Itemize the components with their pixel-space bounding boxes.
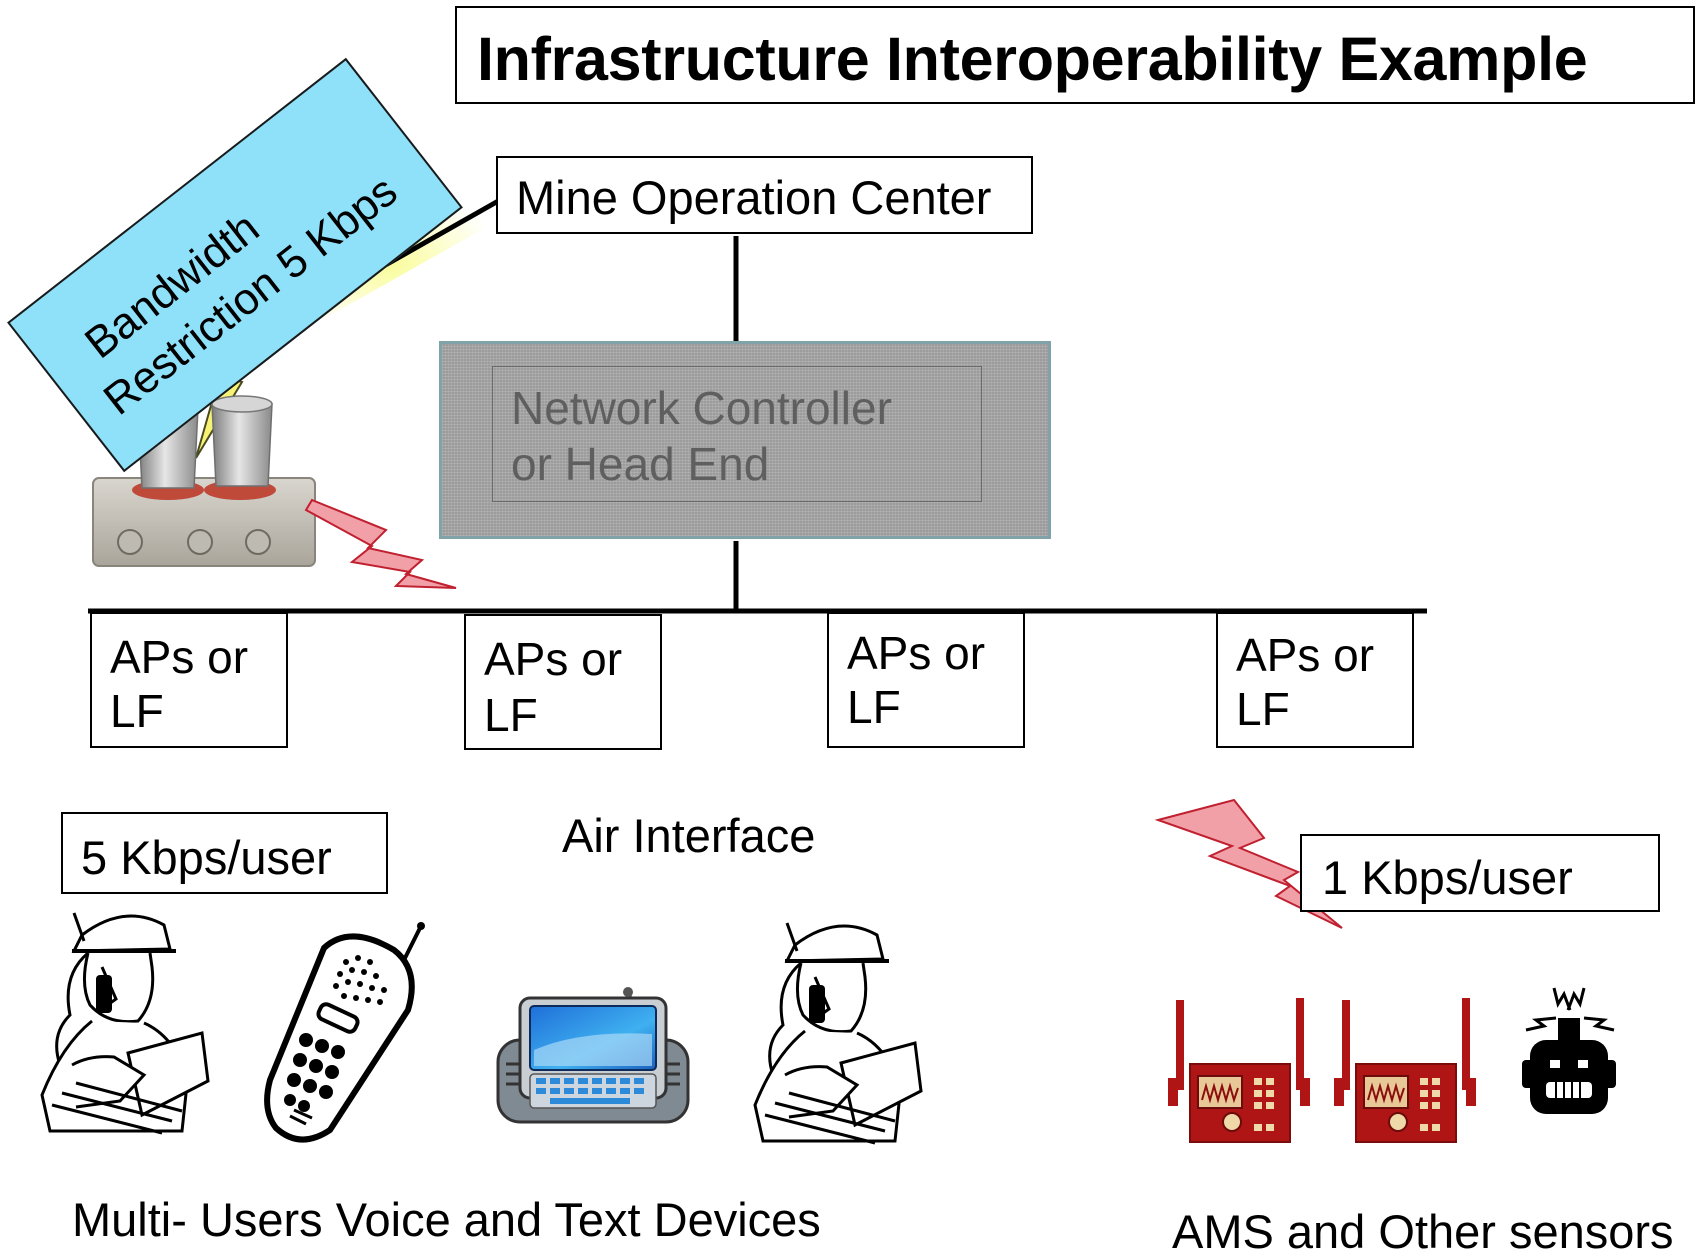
text-messaging-device-icon [496,987,690,1124]
diagram-title: Infrastructure Interoperability Example [477,25,1588,93]
voice-text-devices-caption: Multi- Users Voice and Text Devices [72,1193,821,1246]
access-point-box: APs or LF [827,612,1025,748]
gateway-device-icon [92,395,316,567]
mine-operation-center-box: Mine Operation Center [496,156,1033,234]
network-controller-line2: or Head End [511,438,770,490]
access-point-line1: APs or [484,633,623,685]
access-point-box: APs or LF [90,612,288,748]
network-controller-box: Network Controller or Head End [439,341,1051,539]
rate-per-user-right: 1 Kbps/user [1322,851,1573,904]
title-box: Infrastructure Interoperability Example [455,6,1695,104]
worker-on-phone-icon-2 [753,922,923,1145]
worker-on-phone-icon [40,912,210,1135]
rate-per-user-box: 5 Kbps/user [61,812,388,894]
access-point-line1: APs or [1236,629,1375,681]
access-point-line2: LF [484,689,538,741]
access-point-line1: APs or [847,627,986,679]
access-point-box: APs or LF [464,614,662,750]
ams-sensors-caption: AMS and Other sensors [1172,1205,1674,1258]
access-point-line2: LF [1236,683,1290,735]
network-controller-line1: Network Controller [511,382,892,434]
rate-per-user-box-right: 1 Kbps/user [1300,834,1660,912]
mine-operation-center-label: Mine Operation Center [516,171,992,224]
connector-lines [88,236,1427,614]
red-lightning-icon [304,498,457,589]
sensor-radio-icon [1168,998,1310,1143]
cordless-phone-icon [264,922,425,1143]
rate-per-user-left: 5 Kbps/user [81,831,332,884]
air-interface-label: Air Interface [562,809,816,862]
access-point-line2: LF [110,685,164,737]
access-point-line1: APs or [110,631,249,683]
sensor-radio-icon-2 [1334,998,1476,1143]
access-point-box: APs or LF [1216,612,1414,748]
access-point-line2: LF [847,681,901,733]
network-controller-inner: Network Controller or Head End [492,366,982,502]
beacon-sensor-icon [1522,987,1616,1114]
